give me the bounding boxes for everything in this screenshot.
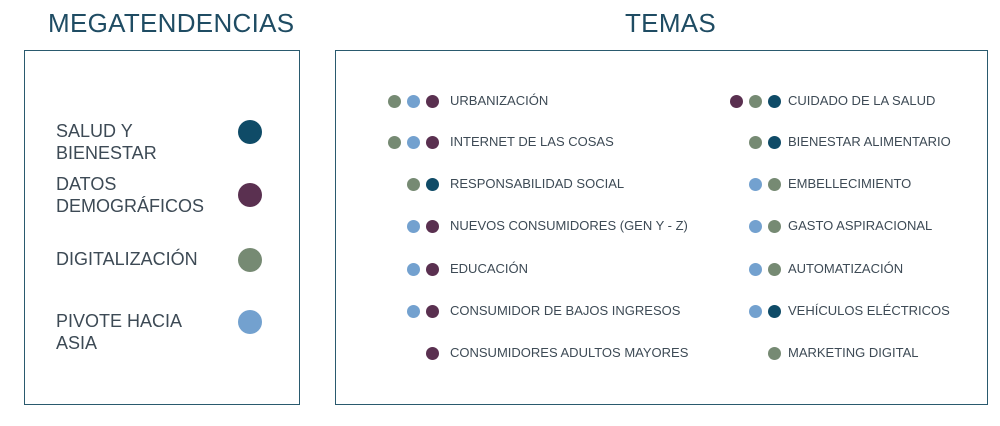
topic-label: CUIDADO DE LA SALUD bbox=[788, 93, 936, 108]
legend-item-salud: SALUD Y BIENESTAR bbox=[56, 120, 291, 164]
megatrend-dot bbox=[407, 220, 420, 233]
topic-label: RESPONSABILIDAD SOCIAL bbox=[450, 176, 625, 191]
megatrend-dot bbox=[407, 305, 420, 318]
megatrend-dot bbox=[749, 220, 762, 233]
topic-label: CONSUMIDOR DE BAJOS INGRESOS bbox=[450, 303, 681, 318]
topic-row: URBANIZACIÓN bbox=[336, 91, 986, 111]
topic-label: BIENESTAR ALIMENTARIO bbox=[788, 134, 951, 149]
megatrend-dot bbox=[388, 136, 401, 149]
topic-row: VEHÍCULOS ELÉCTRICOS bbox=[336, 301, 986, 321]
megatrend-dot bbox=[768, 263, 781, 276]
legend-label: PIVOTE HACIA ASIA bbox=[56, 311, 182, 353]
legend-label: DIGITALIZACIÓN bbox=[56, 249, 198, 269]
topic-row: BIENESTAR ALIMENTARIO bbox=[336, 132, 986, 152]
legend-dot bbox=[238, 183, 262, 207]
topic-row: CONSUMIDORES ADULTOS MAYORES bbox=[336, 343, 986, 363]
megatrend-dot bbox=[426, 305, 439, 318]
legend-item-datos: DATOS DEMOGRÁFICOS bbox=[56, 173, 291, 217]
topic-label: INTERNET DE LAS COSAS bbox=[450, 134, 614, 149]
legend-dot bbox=[238, 120, 262, 144]
megatrend-dot bbox=[768, 220, 781, 233]
megatrend-dot bbox=[749, 178, 762, 191]
megatrend-dot bbox=[426, 263, 439, 276]
topic-label: AUTOMATIZACIÓN bbox=[788, 261, 904, 276]
megatrend-dot bbox=[749, 136, 762, 149]
megatrend-dot bbox=[768, 136, 781, 149]
topics-panel: URBANIZACIÓN INTERNET DE LAS COSAS RESPONS… bbox=[335, 50, 988, 405]
legend-item-digital: DIGITALIZACIÓN bbox=[56, 248, 291, 272]
megatrend-dot bbox=[426, 347, 439, 360]
topic-row: INTERNET DE LAS COSAS bbox=[336, 132, 986, 152]
topic-label: EMBELLECIMIENTO bbox=[788, 176, 912, 191]
topic-label: NUEVOS CONSUMIDORES (GEN Y - Z) bbox=[450, 218, 688, 233]
topic-label: CONSUMIDORES ADULTOS MAYORES bbox=[450, 345, 689, 360]
legend-dot bbox=[238, 248, 262, 272]
megatrends-heading: MEGATENDENCIAS bbox=[48, 8, 295, 38]
megatrend-dot bbox=[749, 95, 762, 108]
megatrend-dot bbox=[730, 95, 743, 108]
topic-row: GASTO ASPIRACIONAL bbox=[336, 216, 986, 236]
megatrend-dot bbox=[426, 178, 439, 191]
megatrend-dot bbox=[768, 347, 781, 360]
megatrend-dot bbox=[426, 95, 439, 108]
topic-row: CUIDADO DE LA SALUD bbox=[336, 91, 986, 111]
topic-label: URBANIZACIÓN bbox=[450, 93, 549, 108]
legend-item-asia: PIVOTE HACIA ASIA bbox=[56, 310, 291, 354]
megatrends-panel: SALUD Y BIENESTAR DATOS DEMOGRÁFICOS DIG… bbox=[24, 50, 300, 405]
megatrend-dot bbox=[749, 263, 762, 276]
megatrend-dot bbox=[407, 263, 420, 276]
topic-row: EDUCACIÓN bbox=[336, 259, 986, 279]
megatrend-dot bbox=[768, 178, 781, 191]
legend-label: DATOS DEMOGRÁFICOS bbox=[56, 174, 205, 216]
topic-row: EMBELLECIMIENTO bbox=[336, 174, 986, 194]
topic-row: RESPONSABILIDAD SOCIAL bbox=[336, 174, 986, 194]
topic-row: CONSUMIDOR DE BAJOS INGRESOS bbox=[336, 301, 986, 321]
topic-label: GASTO ASPIRACIONAL bbox=[788, 218, 933, 233]
megatrend-dot bbox=[749, 305, 762, 318]
topic-row: AUTOMATIZACIÓN bbox=[336, 259, 986, 279]
megatrend-dot bbox=[388, 95, 401, 108]
megatrend-dot bbox=[407, 136, 420, 149]
legend-dot bbox=[238, 310, 262, 334]
topic-row: NUEVOS CONSUMIDORES (GEN Y - Z) bbox=[336, 216, 986, 236]
legend-label: SALUD Y BIENESTAR bbox=[56, 121, 157, 163]
megatrend-dot bbox=[768, 305, 781, 318]
topic-label: VEHÍCULOS ELÉCTRICOS bbox=[788, 303, 950, 318]
topic-row: MARKETING DIGITAL bbox=[336, 343, 986, 363]
megatrend-dot bbox=[426, 220, 439, 233]
topic-label: MARKETING DIGITAL bbox=[788, 345, 919, 360]
megatrend-dot bbox=[407, 178, 420, 191]
topics-heading: TEMAS bbox=[625, 8, 717, 38]
megatrend-dot bbox=[426, 136, 439, 149]
megatrend-dot bbox=[768, 95, 781, 108]
topic-label: EDUCACIÓN bbox=[450, 261, 529, 276]
megatrend-dot bbox=[407, 95, 420, 108]
